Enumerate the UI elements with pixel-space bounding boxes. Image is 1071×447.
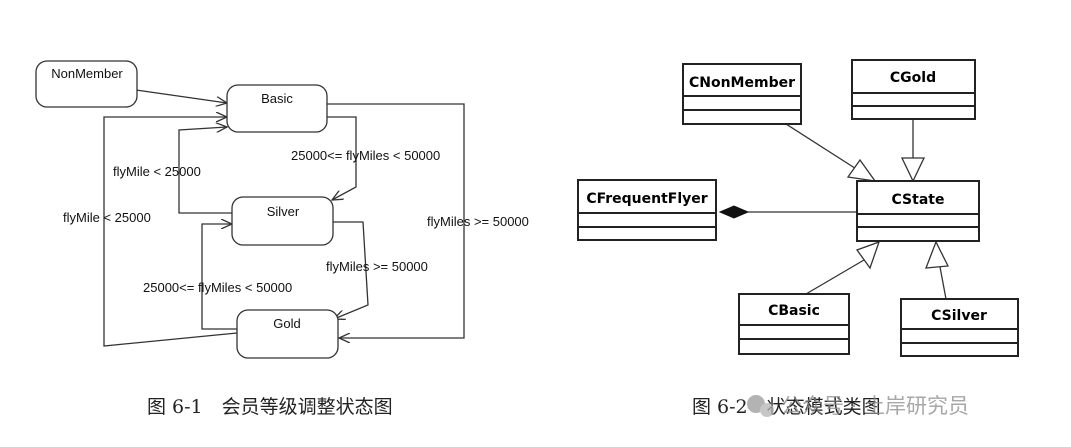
label-silver-to-gold: flyMiles >= 50000 bbox=[326, 259, 428, 274]
transition-gold-to-basic bbox=[103, 117, 238, 347]
state-diagram: NonMember Basic Silver Gold flyMile < 25… bbox=[35, 60, 529, 418]
state-silver: Silver bbox=[231, 196, 334, 246]
state-label: Basic bbox=[261, 91, 293, 106]
state-label: NonMember bbox=[51, 66, 123, 81]
class-diagram: CNonMember CGold CFrequentFlyer CState C… bbox=[577, 59, 1019, 418]
state-label: Gold bbox=[273, 316, 300, 331]
generalization-cbasic bbox=[805, 259, 865, 295]
class-name: CNonMember bbox=[689, 75, 795, 91]
label-gold-to-basic: flyMile < 25000 bbox=[63, 210, 151, 225]
state-gold: Gold bbox=[236, 309, 339, 359]
hollow-triangle-icon bbox=[855, 240, 881, 270]
transition-silver-to-gold bbox=[333, 221, 369, 319]
wechat-icon bbox=[747, 395, 774, 417]
watermark: 公众号 · 土岸研究员 bbox=[747, 394, 969, 418]
label-silver-to-basic: flyMile < 25000 bbox=[113, 164, 201, 179]
generalization-csilver bbox=[939, 266, 947, 300]
state-basic: Basic bbox=[226, 84, 328, 133]
state-label: Silver bbox=[267, 204, 300, 219]
class-csilver: CSilver bbox=[900, 298, 1019, 357]
transition-gold-to-silver bbox=[201, 224, 237, 330]
label-gold-to-silver: 25000<= flyMiles < 50000 bbox=[143, 280, 292, 295]
class-name: CState bbox=[892, 192, 945, 208]
class-name: CGold bbox=[890, 70, 936, 86]
caption-figure-6-1: 图 6-1 会员等级调整状态图 bbox=[147, 396, 393, 418]
caption-figure-6-2: 图 6-2 状态模式类图 bbox=[692, 396, 881, 418]
hollow-triangle-icon bbox=[846, 158, 877, 182]
class-cstate: CState bbox=[856, 180, 980, 242]
label-basic-to-gold: flyMiles >= 50000 bbox=[427, 214, 529, 229]
class-cbasic: CBasic bbox=[738, 293, 850, 355]
transition-nonmember-to-basic bbox=[135, 89, 227, 103]
state-nonmember: NonMember bbox=[35, 60, 138, 108]
transition-silver-to-basic bbox=[178, 127, 232, 214]
class-name: CSilver bbox=[931, 308, 987, 324]
class-name: CFrequentFlyer bbox=[586, 191, 707, 207]
hollow-triangle-icon bbox=[900, 157, 926, 183]
class-cnonmember: CNonMember bbox=[682, 63, 802, 125]
watermark-text: 公众号 · 土岸研究员 bbox=[781, 394, 969, 418]
generalization-cnonmember bbox=[785, 123, 862, 173]
class-name: CBasic bbox=[768, 303, 820, 319]
filled-diamond-icon bbox=[718, 205, 750, 219]
hollow-triangle-icon bbox=[925, 240, 950, 269]
transition-basic-to-silver bbox=[327, 116, 357, 200]
class-cgold: CGold bbox=[851, 59, 976, 120]
transition-basic-to-gold bbox=[327, 103, 465, 338]
class-cfrequentflyer: CFrequentFlyer bbox=[577, 179, 717, 241]
label-basic-to-silver: 25000<= flyMiles < 50000 bbox=[291, 148, 440, 163]
